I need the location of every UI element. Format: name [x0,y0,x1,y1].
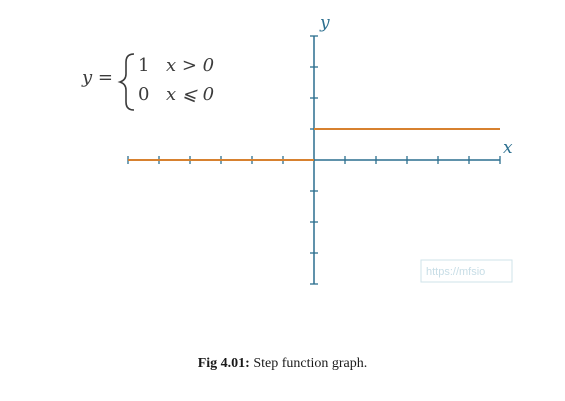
formula-case-2-value: 0 [138,84,149,105]
figure-caption: Fig 4.01: Step function graph. [0,356,565,372]
formula-brace [117,53,135,111]
caption-text: Step function graph. [249,356,368,371]
watermark-text: https://mfsio [426,266,485,278]
caption-label: Fig 4.01: [197,356,250,371]
watermark: https://mfsio [420,259,513,283]
formula-lhs: y = [81,67,113,88]
data-series [128,128,500,161]
x-axis-label: x [503,138,513,158]
formula-case-2-condition: x ⩽ 0 [166,84,214,105]
formula-case-1-value: 1 [138,55,149,76]
formula-case-1-condition: x > 0 [166,55,214,76]
y-axis-label: y [319,13,330,33]
watermark-box [420,259,513,283]
piecewise-formula: y = 1 x > 0 0 x ⩽ 0 [81,53,214,111]
